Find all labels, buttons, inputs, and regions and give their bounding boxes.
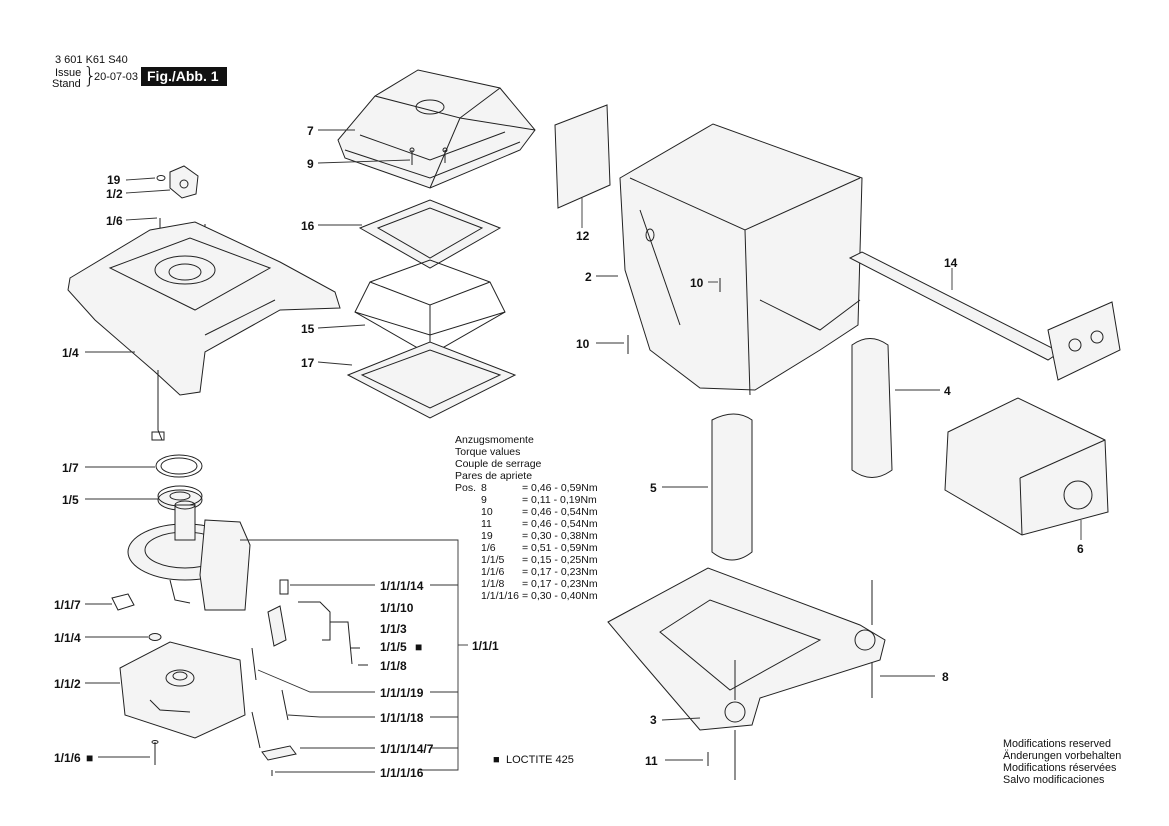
assembly-small-parts: [251, 579, 368, 776]
label-1-1-10: 1/1/10: [380, 601, 414, 615]
label-9: 9: [307, 157, 314, 171]
figure-label: Fig./Abb. 1: [141, 67, 227, 86]
torque-pos: 1/1/1/16: [481, 590, 519, 602]
part-17-seal: [346, 341, 517, 419]
torque-value: = 0,15 - 0,25Nm: [522, 554, 598, 566]
torque-title-es: Pares de apriete: [455, 470, 533, 482]
torque-value: = 0,46 - 0,59Nm: [522, 482, 598, 494]
torque-value: = 0,46 - 0,54Nm: [522, 518, 598, 530]
torque-value: = 0,17 - 0,23Nm: [522, 578, 598, 590]
part-14-strip: [848, 251, 1121, 381]
label-2: 2: [585, 270, 592, 284]
label-1-5: 1/5: [62, 493, 79, 507]
torque-pos: 1/1/6: [481, 566, 505, 578]
loctite-marker: ■: [493, 754, 500, 766]
label-14: 14: [944, 256, 958, 270]
torque-pos: 1/1/5: [481, 554, 505, 566]
leader-lines: [85, 129, 1082, 773]
issue-label: Issue: [55, 67, 82, 79]
label-1-1-1-16: 1/1/1/16: [380, 766, 424, 780]
label-1-1-1-19: 1/1/1/19: [380, 686, 424, 700]
label-1-1-1-14: 1/1/1/14: [380, 579, 424, 593]
label-3: 3: [650, 713, 657, 727]
label-1-4: 1/4: [62, 346, 79, 360]
loctite-marker-1-1-5: ■: [415, 640, 423, 654]
part-6-compartment: [944, 397, 1109, 536]
label-7: 7: [307, 124, 314, 138]
torque-value: = 0,30 - 0,40Nm: [522, 590, 598, 602]
torque-pos: 10: [481, 506, 493, 518]
brace-icon: }: [83, 64, 97, 89]
torque-value: = 0,46 - 0,54Nm: [522, 506, 598, 518]
label-4: 4: [944, 384, 951, 398]
part-1-1-4-washer: [148, 633, 162, 641]
label-1-1-1-18: 1/1/1/18: [380, 711, 424, 725]
label-1-2: 1/2: [106, 187, 123, 201]
part-9-screws: [409, 147, 448, 165]
loctite-marker-1-1-6: ■: [86, 751, 94, 765]
torque-title-en: Torque values: [455, 446, 521, 458]
part-12-label: [554, 104, 611, 209]
torque-value: = 0,30 - 0,38Nm: [522, 530, 598, 542]
label-6: 6: [1077, 542, 1084, 556]
torque-pos: 8: [481, 482, 487, 494]
label-1-1-2: 1/1/2: [54, 677, 81, 691]
label-8: 8: [942, 670, 949, 684]
torque-pos: 9: [481, 494, 487, 506]
part-7-top-cover: [337, 69, 536, 189]
modifications-de: Änderungen vorbehalten: [1003, 750, 1122, 762]
label-1-1-1: 1/1/1: [472, 639, 499, 653]
part-19-part-1-2: [156, 165, 199, 199]
part-4-battery: [851, 338, 893, 478]
part-5-battery: [711, 413, 753, 561]
label-11: 11: [645, 754, 658, 768]
label-10-upper: 10: [690, 276, 704, 290]
modifications-es: Salvo modificaciones: [1003, 774, 1105, 786]
label-12: 12: [576, 229, 590, 243]
label-5: 5: [650, 481, 657, 495]
torque-value: = 0,11 - 0,19Nm: [522, 494, 597, 506]
label-1-7: 1/7: [62, 461, 79, 475]
torque-pos-label: Pos.: [455, 482, 477, 494]
modifications-fr: Modifications réservées: [1003, 762, 1117, 774]
label-1-1-6: 1/1/6: [54, 751, 81, 765]
label-19: 19: [107, 173, 121, 187]
torque-pos: 1/6: [481, 542, 496, 554]
label-1-1-7: 1/1/7: [54, 598, 81, 612]
issue-date: 20-07-03: [94, 71, 139, 83]
torque-pos: 1/1/8: [481, 578, 505, 590]
label-1-1-8: 1/1/8: [380, 659, 407, 673]
part-1-1-7-clip: [111, 593, 135, 611]
label-1-1-4: 1/1/4: [54, 631, 81, 645]
torque-title-de: Anzugsmomente: [455, 434, 534, 446]
part-1-1-2-board: [119, 641, 246, 739]
torque-pos: 11: [481, 518, 492, 530]
part-3-base: [607, 567, 886, 780]
torque-value: = 0,17 - 0,23Nm: [522, 566, 598, 578]
label-15: 15: [301, 322, 315, 336]
label-1-1-1-14-7: 1/1/1/14/7: [380, 742, 434, 756]
part-1-1-1-assembly: [127, 500, 251, 611]
part-1-1-6-screw: [151, 740, 159, 765]
torque-value: = 0,51 - 0,59Nm: [522, 542, 598, 554]
part-15-window: [354, 259, 506, 356]
label-1-1-3: 1/1/3: [380, 622, 407, 636]
stand-label: Stand: [52, 78, 81, 90]
doc-number: 3 601 K61 S40: [55, 54, 128, 66]
label-1-1-5: 1/1/5: [380, 640, 407, 654]
label-1-6: 1/6: [106, 214, 123, 228]
loctite-note: LOCTITE 425: [506, 754, 574, 766]
part-1-4-housing: [67, 218, 341, 441]
torque-title-fr: Couple de serrage: [455, 458, 542, 470]
label-10-lower: 10: [576, 337, 590, 351]
label-17: 17: [301, 356, 315, 370]
part-1-7-ring: [155, 454, 203, 478]
part-16-frame: [358, 199, 502, 269]
part-2-main-housing: [619, 123, 863, 396]
torque-pos: 19: [481, 530, 493, 542]
label-16: 16: [301, 219, 315, 233]
torque-row: 8: [481, 482, 487, 495]
modifications-en: Modifications reserved: [1003, 738, 1112, 750]
